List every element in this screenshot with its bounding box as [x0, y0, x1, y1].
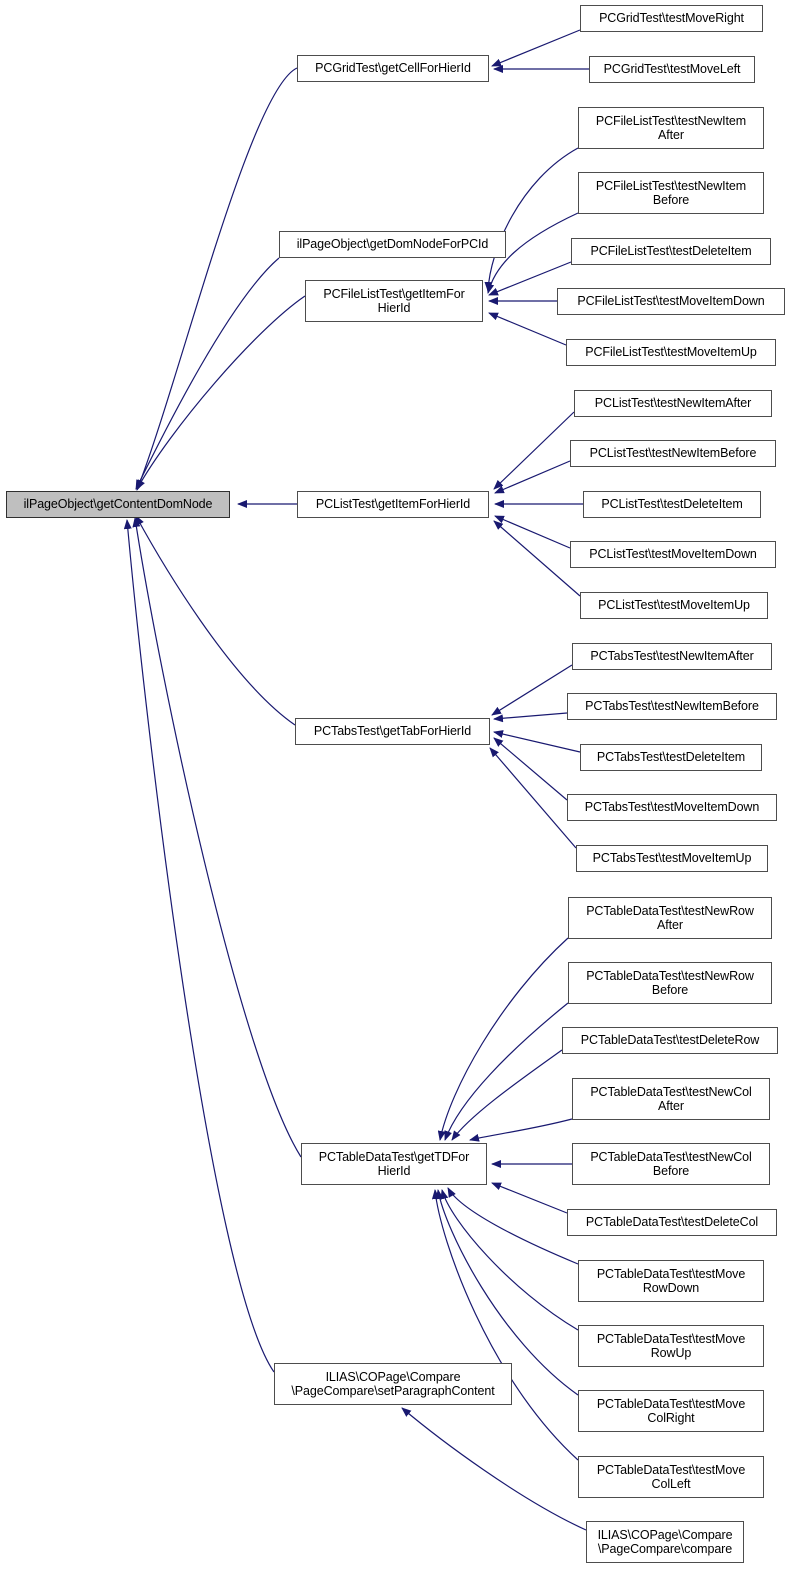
graph-node-label: PCTabsTest\testNewItemAfter	[590, 649, 754, 664]
graph-node-listNewItemAfter[interactable]: PCListTest\testNewItemAfter	[574, 390, 772, 417]
graph-node-label: PCTableDataTest\testNewCol After	[590, 1084, 752, 1114]
graph-node-label: ilPageObject\getContentDomNode	[23, 497, 213, 512]
graph-node-listMoveItemDown[interactable]: PCListTest\testMoveItemDown	[570, 541, 776, 568]
graph-node-label: PCTabsTest\testNewItemBefore	[585, 699, 759, 714]
graph-node-label: PCFileListTest\testMoveItemUp	[585, 345, 757, 360]
graph-edge-tblNewColAfter-to-tableGetTD	[469, 1118, 573, 1142]
graph-edge-domNodeForPCId-to-root	[135, 257, 280, 490]
graph-edge-tabsNewItemBefore-to-tabsGetTab	[493, 712, 568, 723]
graph-node-label: PCListTest\testDeleteItem	[601, 497, 743, 512]
graph-edge-tblDeleteRow-to-tableGetTD	[451, 1049, 563, 1141]
graph-node-label: PCTableDataTest\testNewCol Before	[590, 1149, 752, 1179]
graph-node-setParagraph[interactable]: ILIAS\COPage\Compare \PageCompare\setPar…	[274, 1363, 512, 1405]
graph-node-tblDeleteRow[interactable]: PCTableDataTest\testDeleteRow	[562, 1027, 778, 1054]
graph-edge-fileMoveItemUp-to-fileGetItem	[488, 312, 567, 346]
graph-node-label: PCGridTest\testMoveLeft	[603, 62, 741, 77]
graph-edge-listMoveItemUp-to-listGetItem	[493, 520, 581, 597]
graph-edge-tblMoveColLeft-to-tableGetTD	[431, 1189, 579, 1461]
graph-node-listMoveItemUp[interactable]: PCListTest\testMoveItemUp	[580, 592, 768, 619]
graph-node-tabsNewItemBefore[interactable]: PCTabsTest\testNewItemBefore	[567, 693, 777, 720]
graph-edge-tabsNewItemAfter-to-tabsGetTab	[491, 664, 573, 716]
graph-edge-tblNewRowAfter-to-tableGetTD	[437, 937, 569, 1141]
graph-edge-tblMoveRowDown-to-tableGetTD	[447, 1187, 579, 1265]
graph-node-fileMoveItemUp[interactable]: PCFileListTest\testMoveItemUp	[566, 339, 776, 366]
graph-node-label: PCFileListTest\getItemFor HierId	[323, 286, 465, 316]
graph-edge-listMoveItemDown-to-listGetItem	[494, 515, 571, 549]
graph-node-fileGetItem[interactable]: PCFileListTest\getItemFor HierId	[305, 280, 483, 322]
graph-node-label: ILIAS\COPage\Compare \PageCompare\compar…	[597, 1527, 733, 1557]
graph-node-fileNewItemBefore[interactable]: PCFileListTest\testNewItem Before	[578, 172, 764, 214]
graph-node-label: PCFileListTest\testNewItem After	[595, 113, 747, 143]
graph-node-label: PCTableDataTest\testDeleteCol	[585, 1215, 759, 1230]
graph-node-tblDeleteCol[interactable]: PCTableDataTest\testDeleteCol	[567, 1209, 777, 1236]
graph-node-label: PCTableDataTest\testDeleteRow	[580, 1033, 760, 1048]
graph-edge-tblDeleteCol-to-tableGetTD	[491, 1182, 568, 1214]
graph-node-tabsDeleteItem[interactable]: PCTabsTest\testDeleteItem	[580, 744, 762, 771]
graph-node-fileDeleteItem[interactable]: PCFileListTest\testDeleteItem	[571, 238, 771, 265]
graph-node-label: PCListTest\getItemForHierId	[315, 497, 471, 512]
graph-node-tblMoveRowUp[interactable]: PCTableDataTest\testMove RowUp	[578, 1325, 764, 1367]
graph-node-tblNewRowBefore[interactable]: PCTableDataTest\testNewRow Before	[568, 962, 772, 1004]
graph-edge-tblNewRowBefore-to-tableGetTD	[444, 1002, 569, 1141]
graph-node-label: PCGridTest\testMoveRight	[599, 11, 744, 26]
graph-node-tabsNewItemAfter[interactable]: PCTabsTest\testNewItemAfter	[572, 643, 772, 670]
graph-node-tblNewColAfter[interactable]: PCTableDataTest\testNewCol After	[572, 1078, 770, 1120]
graph-node-label: PCTabsTest\testMoveItemDown	[584, 800, 760, 815]
graph-node-label: PCListTest\testMoveItemUp	[598, 598, 750, 613]
graph-node-tabsGetTab[interactable]: PCTabsTest\getTabForHierId	[295, 718, 490, 745]
graph-node-label: PCTableDataTest\testMove ColLeft	[596, 1462, 746, 1492]
graph-node-label: ilPageObject\getDomNodeForPCId	[296, 237, 489, 252]
graph-node-label: PCGridTest\getCellForHierId	[315, 61, 471, 76]
graph-node-tblMoveColRight[interactable]: PCTableDataTest\testMove ColRight	[578, 1390, 764, 1432]
graph-node-domNodeForPCId[interactable]: ilPageObject\getDomNodeForPCId	[279, 231, 506, 258]
graph-edge-tableGetTD-to-root	[132, 517, 302, 1158]
graph-edge-fileGetItem-to-root	[136, 295, 306, 490]
graph-node-label: PCFileListTest\testNewItem Before	[595, 178, 747, 208]
graph-node-tblNewColBefore[interactable]: PCTableDataTest\testNewCol Before	[572, 1143, 770, 1185]
graph-node-label: ILIAS\COPage\Compare \PageCompare\setPar…	[291, 1369, 495, 1399]
graph-edge-tabsDeleteItem-to-tabsGetTab	[493, 730, 581, 753]
graph-node-label: PCListTest\testMoveItemDown	[589, 547, 757, 562]
graph-node-tabsMoveItemDown[interactable]: PCTabsTest\testMoveItemDown	[567, 794, 777, 821]
graph-node-gridGetCell[interactable]: PCGridTest\getCellForHierId	[297, 55, 489, 82]
graph-node-listDeleteItem[interactable]: PCListTest\testDeleteItem	[583, 491, 761, 518]
graph-node-tblNewRowAfter[interactable]: PCTableDataTest\testNewRow After	[568, 897, 772, 939]
graph-node-label: PCTableDataTest\testMove RowUp	[596, 1331, 746, 1361]
graph-edge-listNewItemBefore-to-listGetItem	[494, 460, 571, 494]
graph-node-label: PCTableDataTest\getTDFor HierId	[318, 1149, 470, 1179]
graph-node-label: PCListTest\testNewItemAfter	[594, 396, 752, 411]
graph-node-fileNewItemAfter[interactable]: PCFileListTest\testNewItem After	[578, 107, 764, 149]
graph-node-label: PCTabsTest\testMoveItemUp	[592, 851, 752, 866]
graph-node-gridMoveRight[interactable]: PCGridTest\testMoveRight	[580, 5, 763, 32]
graph-node-pageCompare[interactable]: ILIAS\COPage\Compare \PageCompare\compar…	[586, 1521, 744, 1563]
graph-node-label: PCTabsTest\testDeleteItem	[596, 750, 746, 765]
graph-edge-tabsGetTab-to-root	[135, 515, 296, 726]
graph-node-root[interactable]: ilPageObject\getContentDomNode	[6, 491, 230, 518]
graph-edge-gridMoveRight-to-gridGetCell	[491, 29, 581, 67]
graph-edge-pageCompare-to-setParagraph	[401, 1407, 587, 1531]
graph-node-label: PCTableDataTest\testNewRow Before	[586, 968, 754, 998]
graph-node-label: PCTableDataTest\testNewRow After	[586, 903, 754, 933]
graph-node-label: PCTableDataTest\testMove RowDown	[596, 1266, 746, 1296]
graph-node-label: PCFileListTest\testMoveItemDown	[577, 294, 765, 309]
graph-edge-tabsMoveItemUp-to-tabsGetTab	[489, 747, 577, 849]
graph-node-listGetItem[interactable]: PCListTest\getItemForHierId	[297, 491, 489, 518]
graph-edge-tabsMoveItemDown-to-tabsGetTab	[493, 737, 568, 801]
graph-node-fileMoveItemDown[interactable]: PCFileListTest\testMoveItemDown	[557, 288, 785, 315]
graph-node-gridMoveLeft[interactable]: PCGridTest\testMoveLeft	[589, 56, 755, 83]
graph-node-label: PCTabsTest\getTabForHierId	[313, 724, 472, 739]
graph-node-tblMoveColLeft[interactable]: PCTableDataTest\testMove ColLeft	[578, 1456, 764, 1498]
graph-edge-gridGetCell-to-root	[136, 67, 298, 491]
graph-edge-fileNewItemAfter-to-fileGetItem	[484, 147, 579, 292]
graph-node-tableGetTD[interactable]: PCTableDataTest\getTDFor HierId	[301, 1143, 487, 1185]
graph-node-tabsMoveItemUp[interactable]: PCTabsTest\testMoveItemUp	[576, 845, 768, 872]
graph-node-listNewItemBefore[interactable]: PCListTest\testNewItemBefore	[570, 440, 776, 467]
graph-node-label: PCTableDataTest\testMove ColRight	[596, 1396, 746, 1426]
graph-edge-listNewItemAfter-to-listGetItem	[493, 411, 575, 490]
graph-edge-setParagraph-to-root	[123, 519, 275, 1373]
graph-node-label: PCListTest\testNewItemBefore	[589, 446, 757, 461]
graph-edge-tblMoveRowUp-to-tableGetTD	[440, 1189, 579, 1331]
graph-node-tblMoveRowDown[interactable]: PCTableDataTest\testMove RowDown	[578, 1260, 764, 1302]
graph-node-label: PCFileListTest\testDeleteItem	[590, 244, 752, 259]
